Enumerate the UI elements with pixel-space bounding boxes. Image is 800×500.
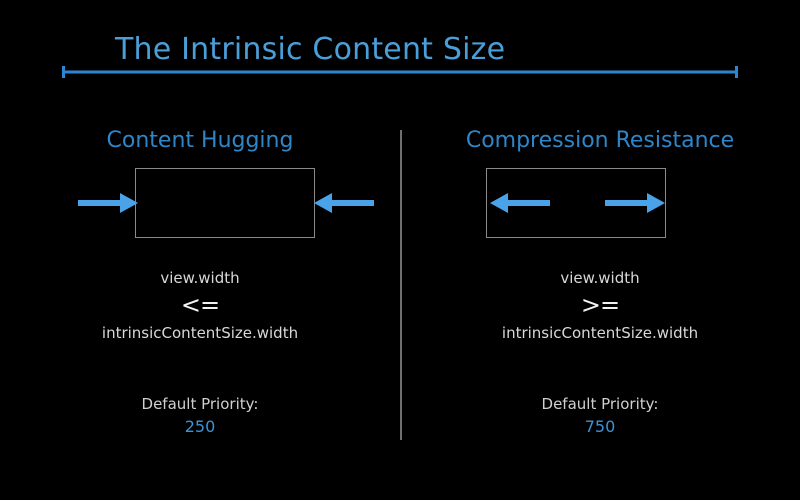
compression-resistance-formula: view.width >= intrinsicContentSize.width bbox=[400, 268, 800, 344]
content-hugging-column: Content Hugging view.width <= intrinsicC… bbox=[0, 128, 400, 438]
formula-numerator: view.width bbox=[160, 269, 240, 287]
page-title: The Intrinsic Content Size bbox=[115, 32, 506, 67]
arrow-left-icon bbox=[490, 193, 550, 213]
content-hugging-formula: view.width <= intrinsicContentSize.width bbox=[0, 268, 400, 344]
content-hugging-heading: Content Hugging bbox=[106, 128, 294, 153]
priority-value: 750 bbox=[584, 417, 616, 436]
view-rectangle bbox=[486, 168, 666, 238]
arrow-right-icon bbox=[78, 193, 138, 213]
priority-value: 250 bbox=[184, 417, 216, 436]
column-divider bbox=[400, 130, 402, 440]
arrow-left-icon bbox=[314, 193, 374, 213]
priority-label: Default Priority: bbox=[541, 395, 659, 413]
formula-operator: >= bbox=[580, 291, 620, 319]
compression-resistance-column: Compression Resistance view.width >= int… bbox=[400, 0, 800, 500]
content-hugging-diagram bbox=[0, 160, 400, 246]
priority-label: Default Priority: bbox=[141, 395, 259, 413]
title-dimension-rule bbox=[62, 66, 738, 78]
compression-resistance-diagram bbox=[400, 160, 800, 246]
formula-denominator: intrinsicContentSize.width bbox=[101, 324, 299, 342]
compression-resistance-priority: Default Priority: 750 bbox=[400, 394, 800, 438]
view-rectangle bbox=[135, 168, 315, 238]
compression-resistance-heading: Compression Resistance bbox=[465, 128, 735, 153]
formula-operator: <= bbox=[180, 291, 220, 319]
formula-denominator: intrinsicContentSize.width bbox=[501, 324, 699, 342]
arrow-right-icon bbox=[605, 193, 665, 213]
formula-numerator: view.width bbox=[560, 269, 640, 287]
content-hugging-priority: Default Priority: 250 bbox=[0, 394, 400, 438]
